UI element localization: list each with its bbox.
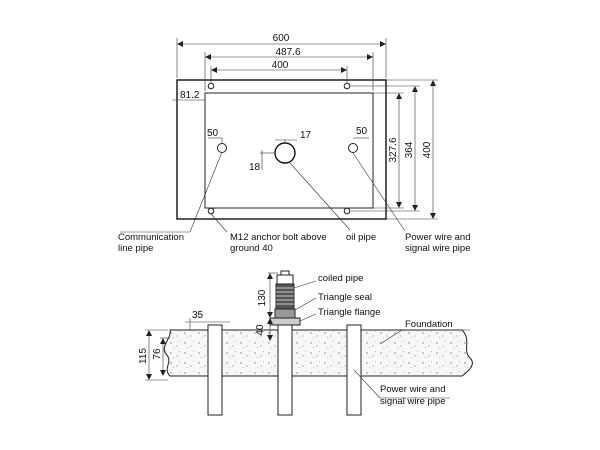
callout-section-power-pipe: Power wire and signal wire pipe [353, 369, 450, 407]
dim-400-text: 400 [272, 60, 289, 71]
dim-81: 81.2 [172, 90, 205, 101]
dim-81-text: 81.2 [180, 90, 200, 101]
triangle-seal-label: Triangle seal [318, 292, 372, 303]
anchor-bolt-hole [343, 82, 351, 90]
dim-40: 40 [255, 318, 273, 341]
dim-76-text: 76 [152, 348, 163, 360]
dim-35: 35 [185, 310, 230, 330]
comm-pipe-label-2: line pipe [118, 243, 153, 254]
dim-400-height: 400 [386, 79, 438, 220]
callout-oil-pipe: oil pipe [289, 162, 376, 243]
dim-130-text: 130 [257, 289, 268, 306]
anchor-label-1: M12 anchor bolt above [230, 232, 327, 243]
anchor-bolt-hole [207, 207, 215, 215]
dim-76: 76 [152, 337, 170, 376]
dim-327: 327.6 [373, 92, 404, 209]
power-pipe-label-1: Power wire and [405, 232, 470, 243]
comm-pipe-hole [217, 143, 227, 153]
dim-130: 130 [257, 272, 278, 318]
power-pipe-label-2: signal wire pipe [405, 243, 470, 254]
dim-115-text: 115 [138, 348, 149, 364]
dim-50-left: 50 [207, 128, 223, 143]
dim-364-text: 364 [404, 141, 415, 158]
oil-pipe-label: oil pipe [346, 232, 376, 243]
plan-view: 600 487.6 400 81.2 50 50 [118, 33, 470, 254]
dim-17-text: 17 [300, 130, 312, 141]
base-plate-outline [176, 79, 387, 220]
dim-50-right: 50 [353, 126, 369, 139]
oil-pipe-hole [274, 142, 296, 164]
dim-400-height-text: 400 [422, 141, 433, 158]
dim-600-text: 600 [273, 33, 290, 44]
dim-487: 487.6 [204, 47, 374, 91]
callout-anchor: M12 anchor bolt above ground 40 [210, 213, 327, 254]
pipe-left [207, 324, 223, 416]
inner-opening [204, 92, 374, 209]
anchor-label-2: ground 40 [230, 243, 273, 254]
section-power-label-1: Power wire and [380, 384, 445, 395]
callout-coiled-pipe: coiled pipe [293, 273, 363, 289]
anchor-bolt-hole [343, 207, 351, 215]
dim-40-text: 40 [255, 324, 266, 336]
dim-18: 18 [249, 150, 275, 173]
power-pipe-hole [348, 143, 358, 153]
section-view: 130 40 35 115 76 coiled pipe [138, 270, 473, 416]
dim-115: 115 [138, 329, 168, 381]
callout-foundation: Foundation [379, 319, 470, 345]
dim-487-text: 487.6 [275, 47, 300, 58]
dim-50-right-text: 50 [356, 126, 368, 137]
dim-600: 600 [176, 33, 387, 78]
foundation-label: Foundation [405, 319, 453, 330]
comm-pipe-label-1: Communication [118, 232, 184, 243]
dim-327-text: 327.6 [388, 137, 399, 162]
callout-comm-pipe: Communication line pipe [118, 151, 223, 254]
dim-364: 364 [350, 85, 420, 212]
coiled-pipe [275, 270, 295, 310]
triangle-flange-label: Triangle flange [318, 307, 381, 318]
triangle-seal [274, 308, 296, 319]
callout-triangle-flange: Triangle flange [299, 307, 381, 322]
coiled-pipe-label: coiled pipe [318, 273, 363, 284]
dim-50-left-text: 50 [207, 128, 219, 139]
dim-18-text: 18 [249, 162, 261, 173]
section-power-label-2: signal wire pipe [380, 396, 445, 407]
triangle-flange [269, 317, 301, 326]
pipe-center [277, 324, 293, 416]
dim-400-bolts: 400 [210, 60, 348, 83]
callout-triangle-seal: Triangle seal [294, 292, 372, 311]
dim-17: 17 [275, 130, 312, 143]
dim-35-text: 35 [192, 310, 204, 321]
callout-power-pipe: Power wire and signal wire pipe [352, 152, 470, 254]
anchor-bolt-hole [207, 82, 215, 90]
